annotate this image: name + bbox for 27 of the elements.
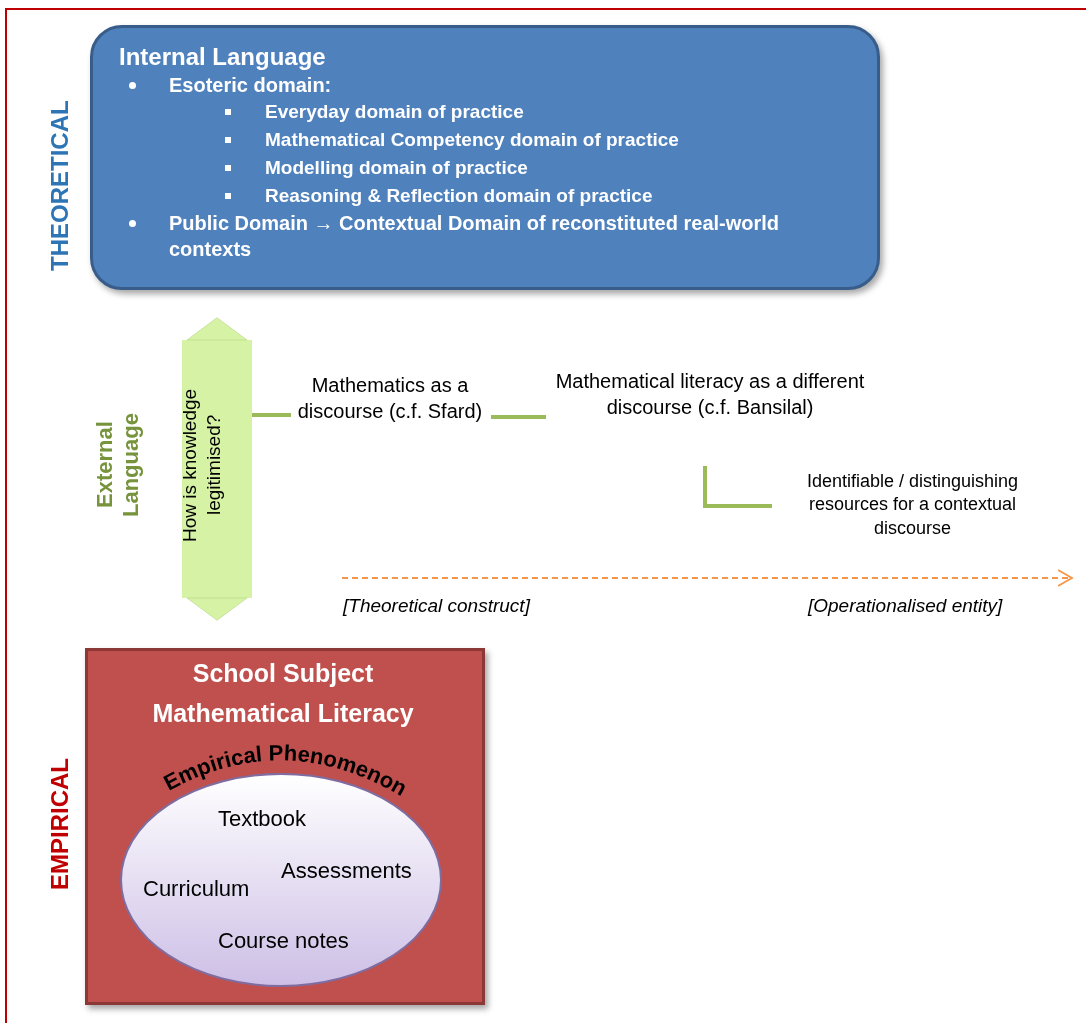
- text-label: EMPIRICAL: [46, 757, 74, 892]
- text-label: Assessments: [281, 858, 412, 884]
- text-label: [Theoretical construct]: [343, 595, 530, 617]
- box-heading: Internal Language: [119, 42, 327, 72]
- list-item: Reasoning & Reflection domain of practice: [265, 184, 654, 208]
- connector-line: [252, 413, 291, 417]
- text-label: Course notes: [218, 928, 349, 954]
- list-item: Modelling domain of practice: [265, 156, 529, 180]
- text-label: [Operationalised entity]: [808, 595, 1003, 617]
- rounded-box: [90, 25, 880, 290]
- list-item: Public Domain → Contextual Domain of reconstituted real-world contexts: [169, 211, 781, 262]
- text-label: Mathematical literacy as a different discourse (c.f. Bansilal): [550, 368, 870, 446]
- edge-label: How is knowledge legitimised?: [178, 387, 225, 544]
- connector-line: [491, 415, 546, 419]
- connector-line: [703, 466, 772, 508]
- text-label: External Language: [92, 412, 144, 519]
- list-item: Esoteric domain:: [169, 73, 333, 98]
- text-label: Identifiable / distinguishing resources for a contextual discourse: [770, 470, 1055, 542]
- list-item: Mathematical Competency domain of practice: [265, 128, 680, 152]
- box-heading: School Subject Mathematical Literacy: [151, 658, 415, 729]
- text-label: Mathematics as a discourse (c.f. Sfard): [295, 372, 485, 450]
- double-arrow: [182, 317, 252, 621]
- text-label: Textbook: [218, 806, 307, 832]
- text-label: Curriculum: [143, 876, 250, 902]
- square-box: [85, 648, 485, 1005]
- text-label: THEORETICAL: [46, 99, 74, 273]
- list-item: Everyday domain of practice: [265, 100, 525, 124]
